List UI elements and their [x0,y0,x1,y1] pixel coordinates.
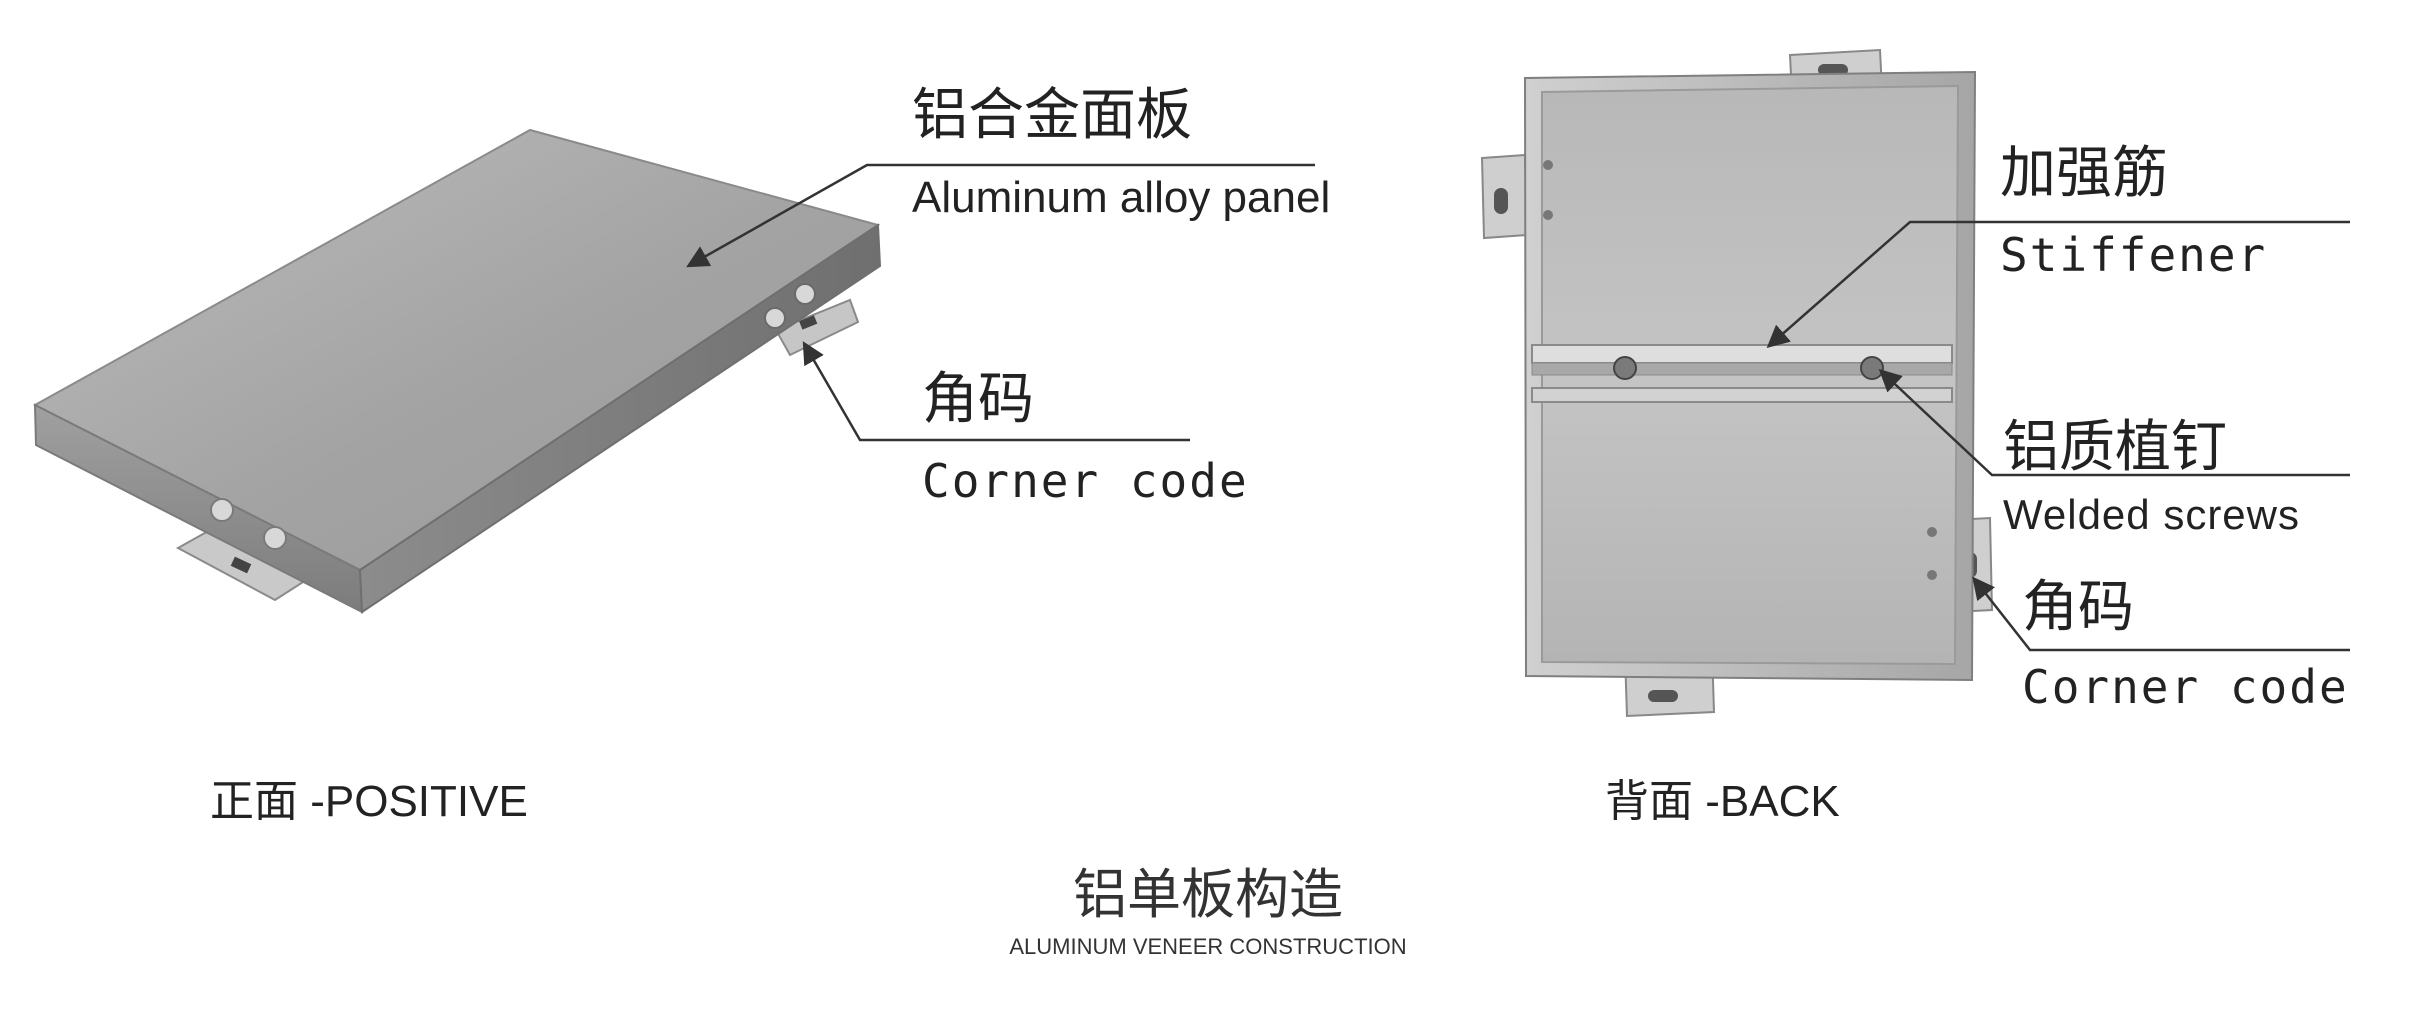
leader-stiffener [1766,220,2350,348]
page-title-en: ALUMINUM VENEER CONSTRUCTION [1009,934,1407,959]
leader-panel [686,163,1315,268]
page-title-cn: 铝单板构造 [1073,863,1343,926]
callout-panel-cn: 铝合金面板 [912,83,1192,148]
callout-stiffener-cn: 加强筋 [2000,141,2168,206]
welded-screw [1613,356,1637,380]
front-panel-illustration [32,128,882,614]
caption-front: 正面 -POSITIVE [210,777,528,826]
front-corner-bracket-right [774,298,860,357]
callout-screws-en: Welded screws [2003,491,2300,538]
callout-panel-en: Aluminum alloy panel [912,173,1331,222]
callout-front-corner-en: Corner code [922,454,1249,508]
welded-screw [1860,356,1884,380]
callout-front-corner-cn: 角码 [922,367,1034,432]
callout-screws-cn: 铝质植钉 [2003,415,2227,480]
front-rivet [263,526,287,550]
front-rivet [794,283,816,305]
stiffener-bar [1531,344,1953,403]
leader-screws [1878,368,2350,477]
leader-back-corner [1972,576,2350,652]
leader-front-corner [802,341,1190,442]
back-panel-illustration [1480,48,1994,718]
callout-back-corner-cn: 角码 [2022,575,2134,640]
front-rivet [210,498,234,522]
front-rivet [764,307,786,329]
leader-lines [686,163,2350,652]
front-panel-right-edge [358,223,882,614]
callout-stiffener-en: Stiffener [2000,228,2268,282]
caption-back: 背面 -BACK [1605,777,1840,826]
callout-back-corner-en: Corner code [2022,660,2349,714]
